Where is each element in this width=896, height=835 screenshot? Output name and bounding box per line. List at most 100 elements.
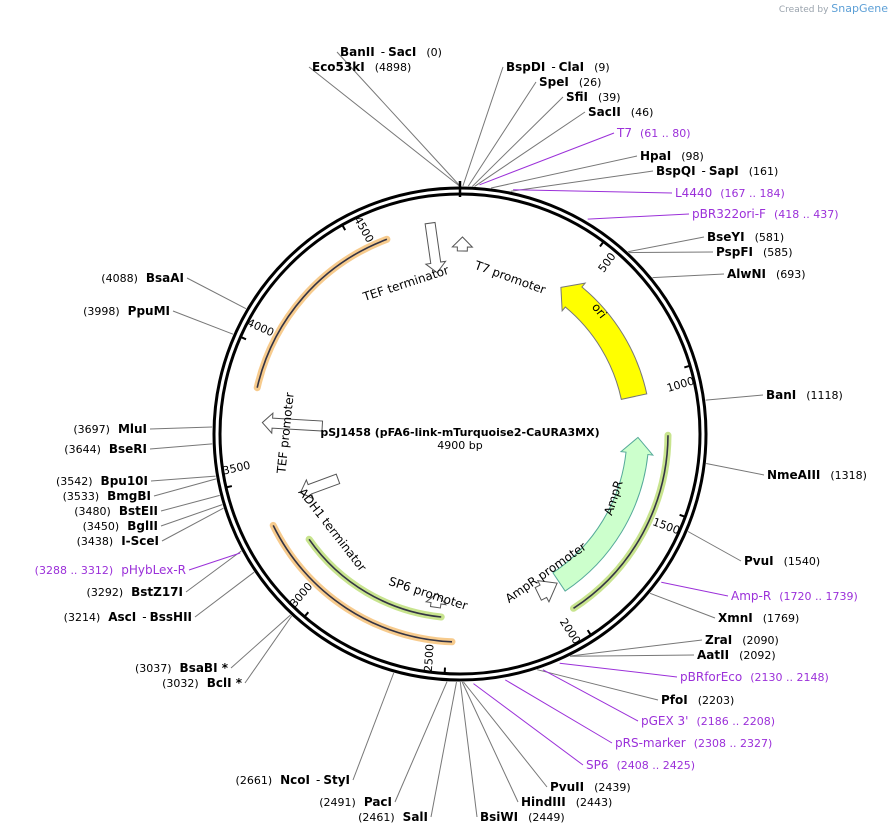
enzyme-connector xyxy=(153,478,217,497)
enzyme-name: PvuII xyxy=(550,780,584,794)
enzyme-connector xyxy=(459,681,478,818)
enzyme-position: (3697) xyxy=(73,423,110,436)
enzyme-position: (3480) xyxy=(74,505,111,518)
enzyme-connector xyxy=(462,66,504,187)
enzyme-name: SfiI xyxy=(566,90,588,104)
enzyme-position: (0) xyxy=(426,46,442,59)
enzyme-name: BspDI xyxy=(506,60,545,74)
enzyme-label: PvuI (1540) xyxy=(744,554,820,568)
primer-range: (2308 .. 2327) xyxy=(694,737,773,750)
enzyme-position: (1769) xyxy=(763,612,800,625)
primer-label: pRS-marker(2308 .. 2327) xyxy=(615,736,772,750)
tick-mark xyxy=(239,335,247,341)
label-connector-lines xyxy=(149,51,765,818)
enzyme-label: SpeI(26) xyxy=(539,75,601,89)
primer-name: pBR322ori-F xyxy=(692,207,766,221)
primer-range: (2186 .. 2208) xyxy=(696,715,775,728)
snapgene-logo: SnapGene xyxy=(831,2,888,15)
enzyme-position: (3438) xyxy=(77,535,114,548)
enzyme-label: BseYI (581) xyxy=(707,230,784,244)
enzyme-connector xyxy=(150,475,216,482)
feature-arrows xyxy=(253,221,672,646)
enzyme-name: PpuMI xyxy=(128,304,170,318)
primer-range: (61 .. 80) xyxy=(640,127,691,140)
enzyme-connector xyxy=(172,310,234,335)
enzyme-name: BsaBI * xyxy=(180,661,229,675)
enzyme-name-2: SapI xyxy=(709,164,739,178)
enzyme-connector xyxy=(394,681,448,803)
tef-terminator-arrow xyxy=(424,221,447,274)
enzyme-connector xyxy=(706,463,765,476)
primer-name: pHybLex-R xyxy=(121,563,186,577)
enzyme-label: (3480)BstEII xyxy=(74,504,158,518)
primer-connector xyxy=(505,679,613,744)
green-arc-lower-halo xyxy=(305,535,445,621)
primer-name: pGEX 3' xyxy=(641,714,688,728)
enzyme-name: BseRI xyxy=(109,442,147,456)
enzyme-connector xyxy=(628,236,705,253)
enzyme-connector xyxy=(649,592,716,619)
enzyme-position: (1318) xyxy=(830,469,867,482)
enzyme-position: (585) xyxy=(763,246,793,259)
enzyme-position: (2461) xyxy=(358,811,395,824)
center-title: pSJ1458 (pFA6-link-mTurquoise2-CaURA3MX)… xyxy=(320,426,599,452)
enzyme-connector xyxy=(186,277,247,310)
enzyme-connector xyxy=(194,571,255,618)
enzyme-label: (2461)SalI xyxy=(358,810,428,824)
enzyme-position: (1540) xyxy=(784,555,821,568)
enzyme-separator: - xyxy=(551,60,555,74)
enzyme-name: PvuI xyxy=(744,554,774,568)
ampr-cds-arc xyxy=(573,435,669,609)
enzyme-label: BsiWI(2449) xyxy=(480,810,565,824)
enzyme-label: (3438)I-SceI xyxy=(77,534,159,548)
enzyme-name-2: StyI xyxy=(323,773,350,787)
enzyme-position: (3998) xyxy=(83,305,120,318)
enzyme-position: (581) xyxy=(755,231,785,244)
enzyme-connector xyxy=(474,111,586,187)
enzyme-position: (3533) xyxy=(63,490,100,503)
enzyme-label: (3697) MluI xyxy=(73,422,147,436)
primer-name: Amp-R xyxy=(731,589,771,603)
enzyme-label: Eco53kI(4898) xyxy=(312,60,411,74)
enzyme-position: (2443) xyxy=(576,796,613,809)
enzyme-connector xyxy=(569,654,695,657)
enzyme-name: PacI xyxy=(364,795,392,809)
enzyme-position: (693) xyxy=(776,268,806,281)
enzyme-position: (3644) xyxy=(64,443,101,456)
enzyme-label: PfoI(2203) xyxy=(661,693,734,707)
enzyme-name: SacII xyxy=(588,105,621,119)
enzyme-name: XmnI xyxy=(718,611,753,625)
enzyme-connector xyxy=(185,550,242,593)
enzyme-position: (9) xyxy=(594,61,610,74)
enzyme-label: BspDI-ClaI (9) xyxy=(506,60,610,74)
primer-connector xyxy=(542,669,639,722)
enzyme-label: PvuII(2439) xyxy=(550,780,631,794)
enzyme-position: (26) xyxy=(579,76,602,89)
primer-label: pBR322ori-F(418 .. 437) xyxy=(692,207,839,221)
enzyme-name: PfoI xyxy=(661,693,688,707)
orange-arc-upper-halo xyxy=(253,235,391,392)
primer-connector xyxy=(513,189,673,194)
enzyme-name: BseYI xyxy=(707,230,745,244)
enzyme-connector xyxy=(510,170,654,192)
primer-name: pBRforEco xyxy=(680,670,742,684)
enzyme-name: BspQI xyxy=(656,164,696,178)
enzyme-position: (4898) xyxy=(375,61,412,74)
enzyme-name: BstZ17I xyxy=(131,585,183,599)
enzyme-label: (3214)AscI-BssHII xyxy=(64,610,192,624)
tick-mark xyxy=(679,513,687,519)
enzyme-label: (3292)BstZ17I xyxy=(87,585,183,599)
primer-range: (167 .. 184) xyxy=(720,187,785,200)
enzyme-label: NmeAIII(1318) xyxy=(767,468,867,482)
tick-mark xyxy=(684,364,692,369)
primer-range: (2408 .. 2425) xyxy=(617,759,696,772)
enzyme-connector xyxy=(160,504,223,527)
tick-mark xyxy=(224,485,233,489)
enzyme-name-2: ClaI xyxy=(559,60,584,74)
enzyme-name: BsaAI xyxy=(146,271,184,285)
enzyme-name: MluI xyxy=(118,422,147,436)
tick-mark xyxy=(340,223,347,231)
tick-label: 1500 xyxy=(651,515,682,537)
enzyme-label: SacII(46) xyxy=(588,105,653,119)
